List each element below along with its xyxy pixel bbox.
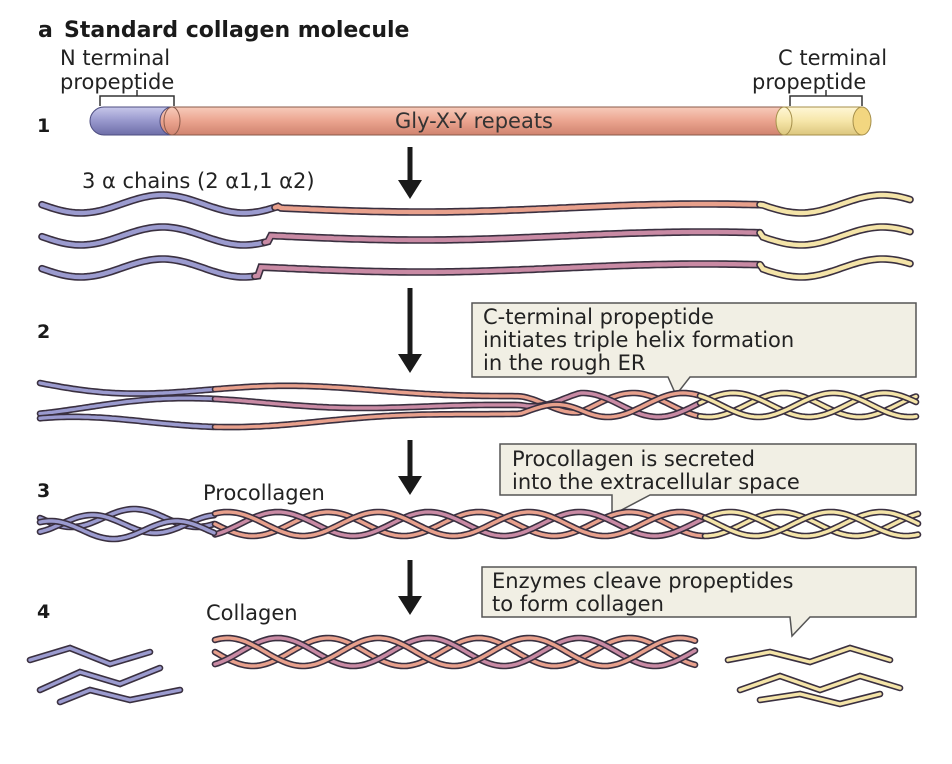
bar-helix-segment — [159, 106, 791, 136]
callout-step-4: Enzymes cleave propeptides to form colla… — [481, 566, 917, 638]
procollagen-strand-3-helix — [213, 510, 706, 538]
c-fragment-2 — [738, 674, 902, 692]
alpha-chains — [38, 191, 914, 281]
alpha-chain-2-helix — [262, 229, 763, 245]
helix2-strand-3-n — [38, 415, 216, 429]
callout-4-line1: Enzymes cleave propeptides — [492, 569, 793, 593]
helix2-strand-2-n — [38, 396, 216, 416]
n-fragment-3 — [58, 688, 182, 704]
bar-c-terminal-segment — [783, 106, 863, 136]
n-fragment-1 — [28, 646, 152, 666]
c-fragment-1 — [726, 646, 892, 664]
c-fragment-3 — [758, 692, 882, 706]
callout-3-line2: into the extracellular space — [512, 470, 800, 494]
step-4-label: 4 — [37, 601, 50, 623]
n-terminal-label-line1: N terminal — [60, 46, 170, 70]
helix2-strand-1-helix — [213, 384, 700, 418]
bar-n-terminal-segment — [89, 106, 173, 136]
alpha-chain-3-helix — [252, 261, 762, 279]
collagen-label: Collagen — [206, 601, 298, 625]
helix2-strand-2-c — [698, 391, 918, 419]
mature-collagen — [26, 634, 904, 708]
callout-2-line2: initiates triple helix formation — [483, 328, 794, 352]
alpha-chain-1-helix — [272, 201, 761, 215]
arrow-down-2 — [398, 288, 422, 373]
procollagen-strand-2-helix — [213, 510, 706, 538]
procollagen-strand-2-c — [703, 510, 920, 538]
helix2-strand-3-c-outline — [696, 389, 920, 421]
diagram-title: Standard collagen molecule — [64, 18, 409, 43]
alpha-chain-3-c — [757, 256, 913, 280]
bar-n-helix-junction — [163, 106, 181, 136]
procollagen-strand-1-helix — [213, 510, 706, 538]
n-terminal-label-line2: propeptide — [60, 70, 174, 94]
alpha-chain-1-c — [757, 192, 913, 216]
callout-2-line3: in the rough ER — [483, 351, 645, 375]
alpha-chain-3-n — [39, 256, 258, 280]
collagen-strand-2 — [213, 636, 697, 668]
step-2-label: 2 — [37, 321, 50, 343]
helix2-strand-2-helix — [213, 391, 700, 419]
procollagen-helix — [36, 505, 922, 543]
n-fragment-2 — [38, 666, 162, 692]
procollagen-label: Procollagen — [203, 481, 325, 505]
callout-4-line2: to form collagen — [492, 592, 664, 616]
callout-step-3: Procollagen is secreted into the extrace… — [499, 443, 917, 517]
alpha-chain-1-n — [39, 192, 276, 216]
arrow-down-3 — [398, 440, 422, 495]
callout-step-2: C-terminal propeptide initiates triple h… — [471, 302, 917, 397]
triple-helix-initiation — [36, 379, 920, 431]
n-terminal-bracket — [99, 90, 175, 106]
helix2-strand-1-n — [38, 381, 216, 396]
procollagen-strand-3-n — [38, 519, 216, 541]
step-3-label: 3 — [37, 480, 50, 502]
collagen-strand-3 — [213, 636, 697, 668]
arrow-down-4 — [398, 560, 422, 615]
alpha-chain-2-n — [39, 224, 267, 248]
arrow-down-1 — [398, 147, 422, 199]
alpha-chain-2-c — [757, 224, 913, 248]
c-terminal-label-line1: C terminal — [778, 46, 887, 70]
bar-c-helix-junction — [775, 106, 793, 136]
callout-3-line1: Procollagen is secreted — [512, 447, 755, 471]
bar-c-cap — [852, 106, 872, 136]
c-terminal-label-line2: propeptide — [752, 70, 866, 94]
chains-label: 3 α chains (2 α1,1 α2) — [82, 169, 315, 193]
collagen-bar: Gly-X-Y repeats — [89, 106, 872, 136]
helix2-strand-3-c — [698, 391, 918, 419]
alpha-chain-1-n-outline — [38, 191, 277, 217]
procollagen-strand-3-c — [703, 510, 920, 538]
callout-2-line1: C-terminal propeptide — [483, 305, 714, 329]
panel-letter: a — [38, 18, 53, 43]
step-1-label: 1 — [37, 115, 50, 137]
c-terminal-bracket — [789, 90, 863, 106]
helix2-strand-3-helix — [213, 391, 700, 429]
bar-label: Gly-X-Y repeats — [395, 109, 553, 133]
